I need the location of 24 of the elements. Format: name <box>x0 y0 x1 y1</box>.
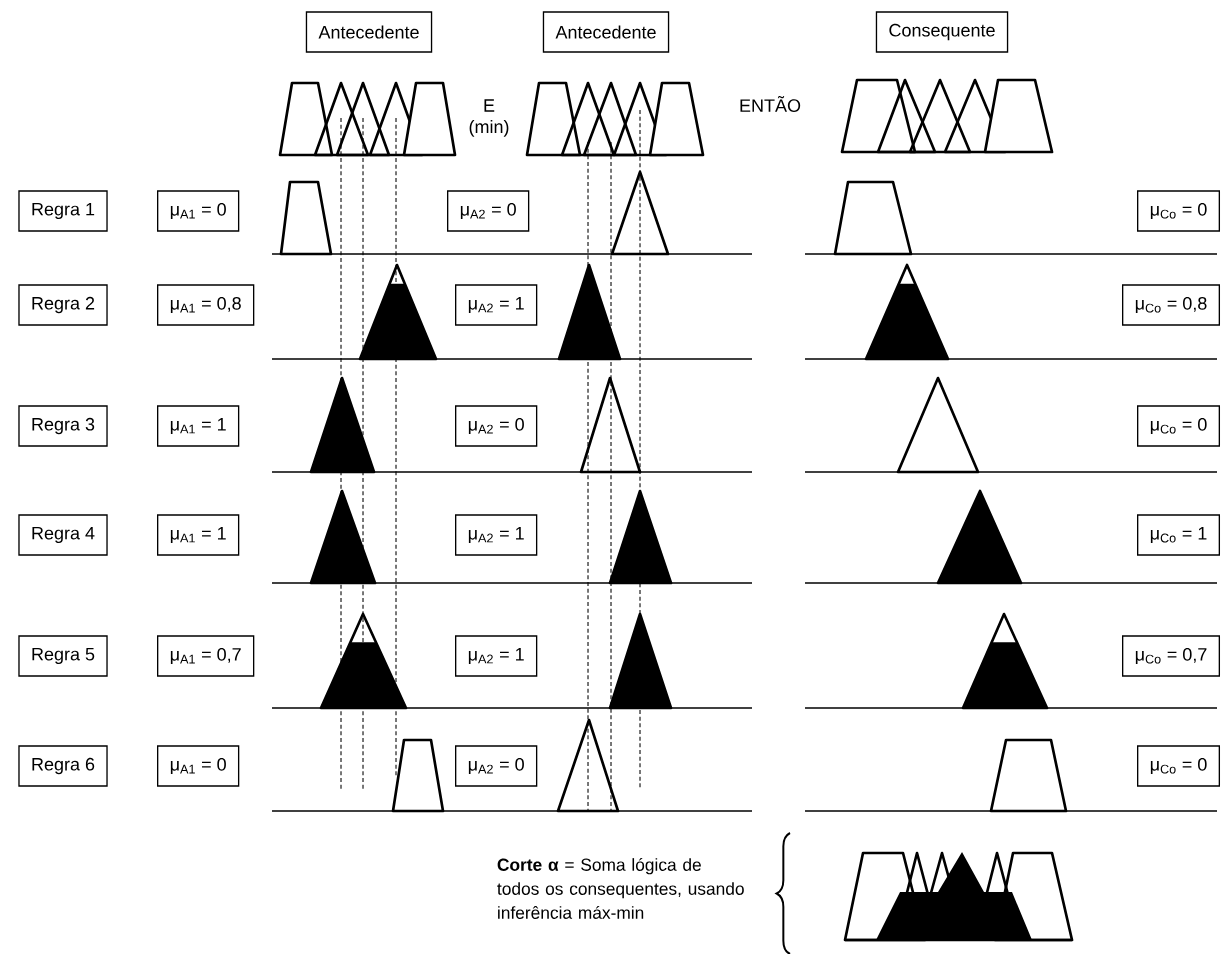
membership-box: μ$_{A1}$ = 0 <box>157 745 240 787</box>
membership-box: μ$_{A1}$ = 1 <box>157 405 240 447</box>
membership-box: μ$_{A2}$ = 0 <box>447 190 530 232</box>
membership-box: μ$_{A2}$ = 0 <box>455 405 538 447</box>
membership-box: μ$_{A2}$ = 0 <box>455 745 538 787</box>
membership-box: μ$_{Co}$ = 0,7 <box>1122 635 1220 677</box>
header-box: Antecedente <box>305 11 433 53</box>
membership-box: μ$_{A1}$ = 0 <box>157 190 240 232</box>
membership-box: μ$_{A1}$ = 0,7 <box>157 635 255 677</box>
conjunction-label: ENTÃO <box>740 96 801 112</box>
header-box: Consequente <box>875 11 1009 53</box>
membership-box: μ$_{A2}$ = 1 <box>455 514 538 556</box>
membership-box: μ$_{A1}$ = 1 <box>157 514 240 556</box>
header-box: Antecedente <box>542 11 670 53</box>
membership-box: μ$_{Co}$ = 1 <box>1137 514 1220 556</box>
membership-box: μ$_{Co}$ = 0 <box>1137 190 1220 232</box>
membership-box: μ$_{Co}$ = 0 <box>1137 745 1220 787</box>
membership-box: μ$_{A2}$ = 1 <box>455 284 538 326</box>
note-text: Corte α = Soma lógica de todos os consequentes, usando inferência máx-min <box>497 857 744 919</box>
membership-box: μ$_{A2}$ = 1 <box>455 635 538 677</box>
membership-box: μ$_{A1}$ = 0,8 <box>157 284 255 326</box>
membership-box: μ$_{Co}$ = 0 <box>1137 405 1220 447</box>
membership-box: μ$_{Co}$ = 0,8 <box>1122 284 1220 326</box>
conjunction-label: E (min) <box>469 99 509 137</box>
